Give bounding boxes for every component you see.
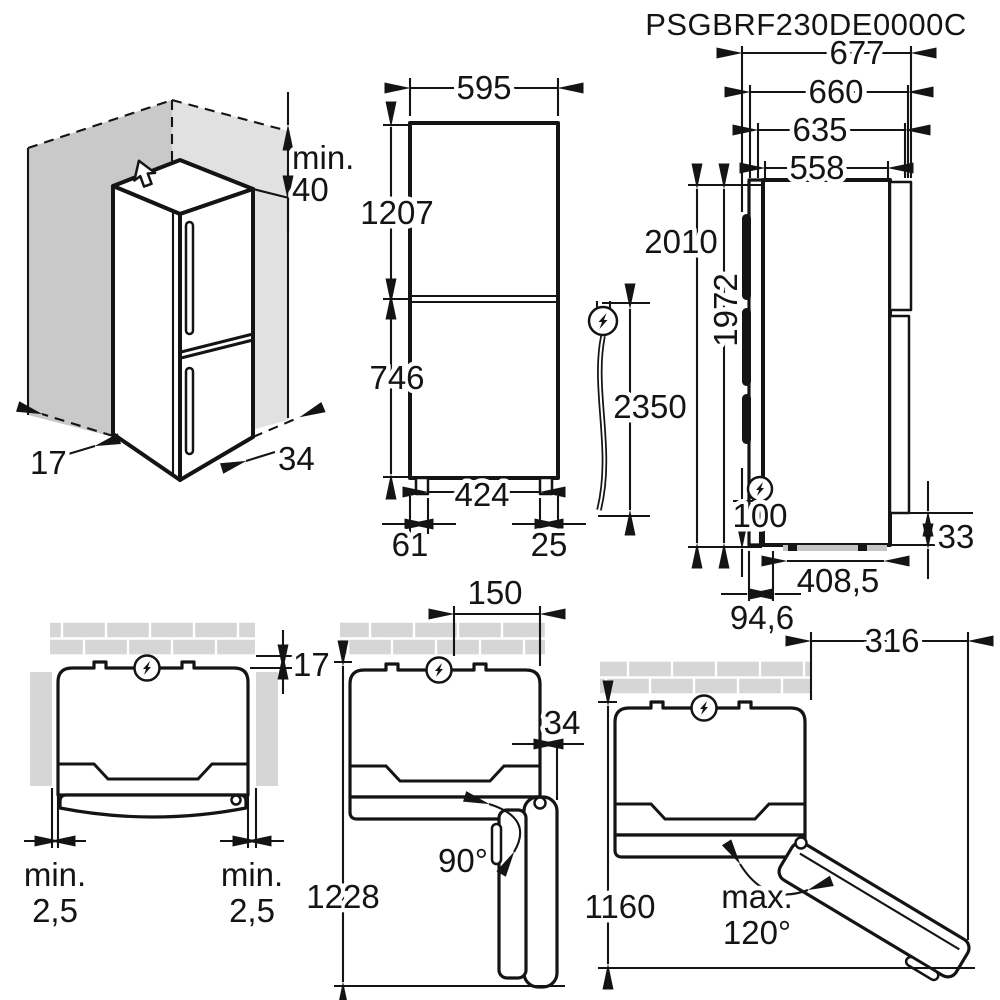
front-to-base-label: 94,6 bbox=[730, 599, 794, 636]
rear-brick-wall-120 bbox=[600, 660, 810, 695]
rear-gap-label: 17 bbox=[293, 646, 330, 683]
rear-brick-wall bbox=[50, 621, 255, 656]
angle-90-label: 90° bbox=[438, 842, 488, 879]
side-projection-label: 316 bbox=[864, 622, 919, 659]
rear-spacer-lower bbox=[888, 314, 911, 515]
power-cord: 2350 bbox=[587, 283, 691, 536]
fridge-top-view-120 bbox=[615, 696, 805, 858]
dim-floor-right: 34 bbox=[220, 401, 326, 482]
handle-profile bbox=[742, 214, 751, 300]
depth-635-label: 635 bbox=[792, 111, 847, 148]
cord-length-label: 2350 bbox=[613, 388, 686, 425]
fridge-front bbox=[408, 121, 560, 480]
floor-left-label: 17 bbox=[30, 444, 67, 481]
socket-height-label: 100 bbox=[732, 497, 787, 534]
width-label: 595 bbox=[456, 69, 511, 106]
door-handle-90 bbox=[490, 822, 503, 866]
top-view-90-panel: 150 34 90° 1228 bbox=[302, 570, 585, 1000]
side-gap-right-label-1: min. bbox=[221, 856, 283, 893]
right-foot bbox=[538, 476, 554, 496]
side-gap-left-label-2: 2,5 bbox=[32, 892, 78, 929]
floor-right-label: 34 bbox=[278, 440, 315, 477]
dim-floor-left: 17 bbox=[16, 401, 122, 486]
lower-door-height-label: 746 bbox=[369, 359, 424, 396]
dim-rear-clearance: 33 bbox=[890, 481, 979, 579]
side-gap-right-label-2: 2,5 bbox=[229, 892, 275, 929]
hinge-wall-label: 150 bbox=[467, 574, 522, 611]
dim-side-gap-right: min. 2,5 bbox=[216, 788, 288, 934]
fridge-top-view-closed bbox=[58, 656, 248, 818]
door-projection-label: 34 bbox=[544, 704, 581, 741]
base-plinth bbox=[783, 545, 887, 551]
hinge-90 bbox=[533, 796, 547, 810]
dim-side-projection: 316 bbox=[785, 618, 994, 940]
fridge-3d bbox=[111, 158, 255, 482]
dim-width: 595 bbox=[384, 65, 584, 116]
top-clearance-label-1: min. bbox=[292, 139, 354, 176]
top-view-closed-panel: 17 min. 2,5 min. 2,5 bbox=[19, 621, 334, 934]
rear-spacer-upper bbox=[888, 180, 913, 312]
dim-side-gap-left: min. 2,5 bbox=[19, 788, 91, 934]
top-clearance-label-2: 40 bbox=[292, 171, 329, 208]
fridge-side bbox=[761, 178, 892, 547]
depth-1160-label: 1160 bbox=[585, 888, 656, 925]
upper-door-handle bbox=[184, 220, 195, 336]
front-view-panel: 595 1207 746 424 61 25 bbox=[356, 65, 586, 568]
dim-base: 408,5 94,6 bbox=[721, 551, 910, 641]
height-rear-label: 1972 bbox=[707, 273, 744, 346]
door-open-90 bbox=[490, 795, 559, 989]
right-foot-inset-label: 25 bbox=[531, 526, 568, 563]
model-number: PSGBRF230DE0000C bbox=[645, 7, 967, 42]
dim-rear-gap: 17 bbox=[250, 630, 334, 694]
hinge-120 bbox=[794, 836, 808, 850]
upper-door-height-label: 1207 bbox=[360, 194, 433, 231]
left-side-wall bbox=[30, 672, 52, 786]
dim-door-heights: 1207 746 bbox=[356, 101, 438, 500]
height-total-label: 2010 bbox=[644, 223, 717, 260]
door-open-120 bbox=[777, 836, 971, 982]
lower-door-handle bbox=[184, 366, 195, 456]
ventilation-arrow-icon bbox=[133, 159, 157, 188]
fridge-top-view-90 bbox=[350, 658, 540, 820]
base-length-label: 408,5 bbox=[797, 562, 880, 599]
dim-heights: 2010 1972 bbox=[640, 163, 762, 569]
feet-spacing-label: 424 bbox=[454, 476, 509, 513]
dim-hinge-wall: 150 bbox=[428, 570, 566, 666]
rear-clearance-label: 33 bbox=[938, 518, 975, 555]
side-gap-left-label-1: min. bbox=[24, 856, 86, 893]
depth-1228-label: 1228 bbox=[306, 878, 379, 915]
dim-angle-120: max. 120° bbox=[717, 839, 834, 956]
left-foot bbox=[414, 476, 430, 496]
right-side-wall bbox=[256, 672, 278, 786]
left-foot-inset-label: 61 bbox=[392, 526, 429, 563]
top-view-120-panel: 316 1160 max. 120° bbox=[580, 618, 994, 990]
dim-socket: 100 bbox=[728, 468, 792, 577]
depth-677-label: 677 bbox=[829, 34, 884, 71]
angle-120-label-1: max. bbox=[721, 878, 793, 915]
dim-depths: 677 660 635 558 bbox=[716, 30, 937, 212]
depth-660-label: 660 bbox=[808, 73, 863, 110]
dim-depth-1228: 1228 bbox=[302, 640, 565, 1000]
dim-feet: 424 61 25 bbox=[382, 472, 586, 568]
rear-brick-wall-90 bbox=[340, 621, 545, 656]
corner-view-panel: min. 40 17 34 bbox=[16, 92, 359, 486]
dim-angle-90: 90° bbox=[434, 791, 522, 884]
dim-depth-1160: 1160 bbox=[580, 680, 975, 990]
dim-door-projection: 34 bbox=[512, 700, 585, 800]
depth-558-label: 558 bbox=[789, 149, 844, 186]
angle-120-label-2: 120° bbox=[723, 914, 791, 951]
dim-top-clearance: min. 40 bbox=[252, 92, 359, 232]
side-view-panel: 677 660 635 558 2010 1972 bbox=[640, 30, 979, 641]
